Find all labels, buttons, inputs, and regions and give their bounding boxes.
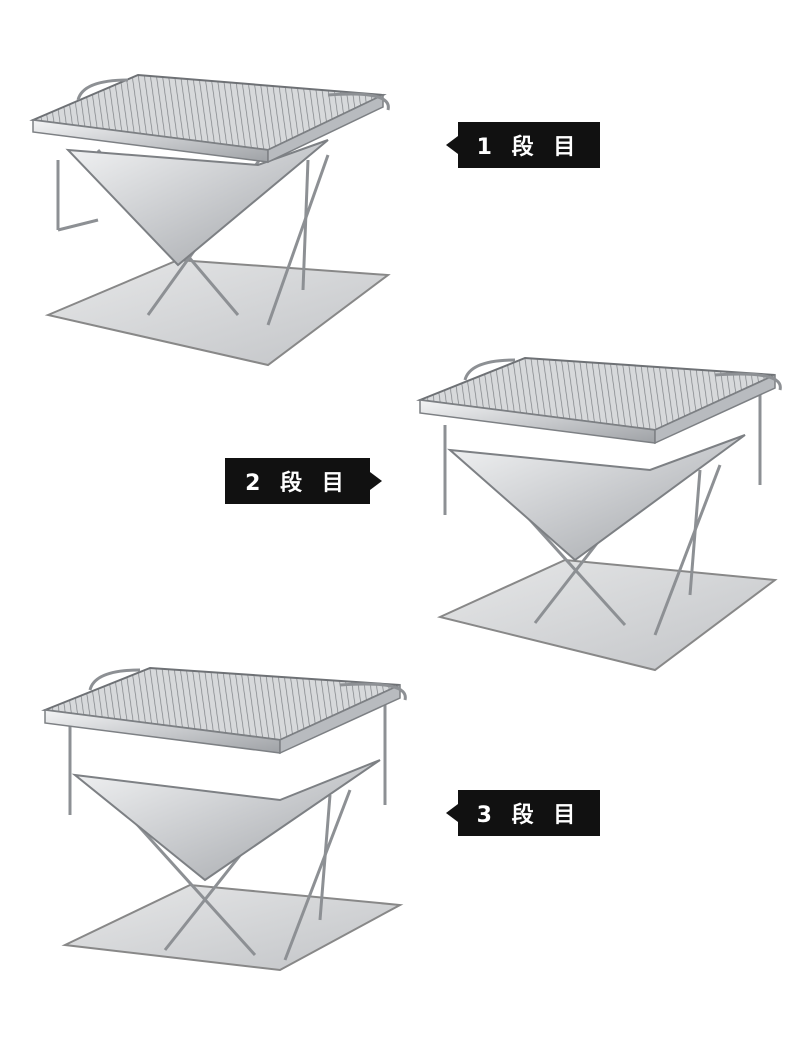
level-2-label: 2 段 目	[225, 458, 370, 504]
fire-tray	[447, 434, 746, 562]
grill-image-level-3	[40, 665, 410, 975]
grill-image-level-1	[28, 70, 398, 370]
grill-image-level-2	[415, 355, 785, 675]
level-1-label: 1 段 目	[458, 122, 600, 168]
base-plate	[436, 558, 778, 672]
base-plate	[44, 258, 391, 367]
fire-tray	[65, 139, 329, 267]
fire-tray	[71, 759, 381, 882]
base-plate	[61, 883, 404, 972]
level-3-label: 3 段 目	[458, 790, 600, 836]
